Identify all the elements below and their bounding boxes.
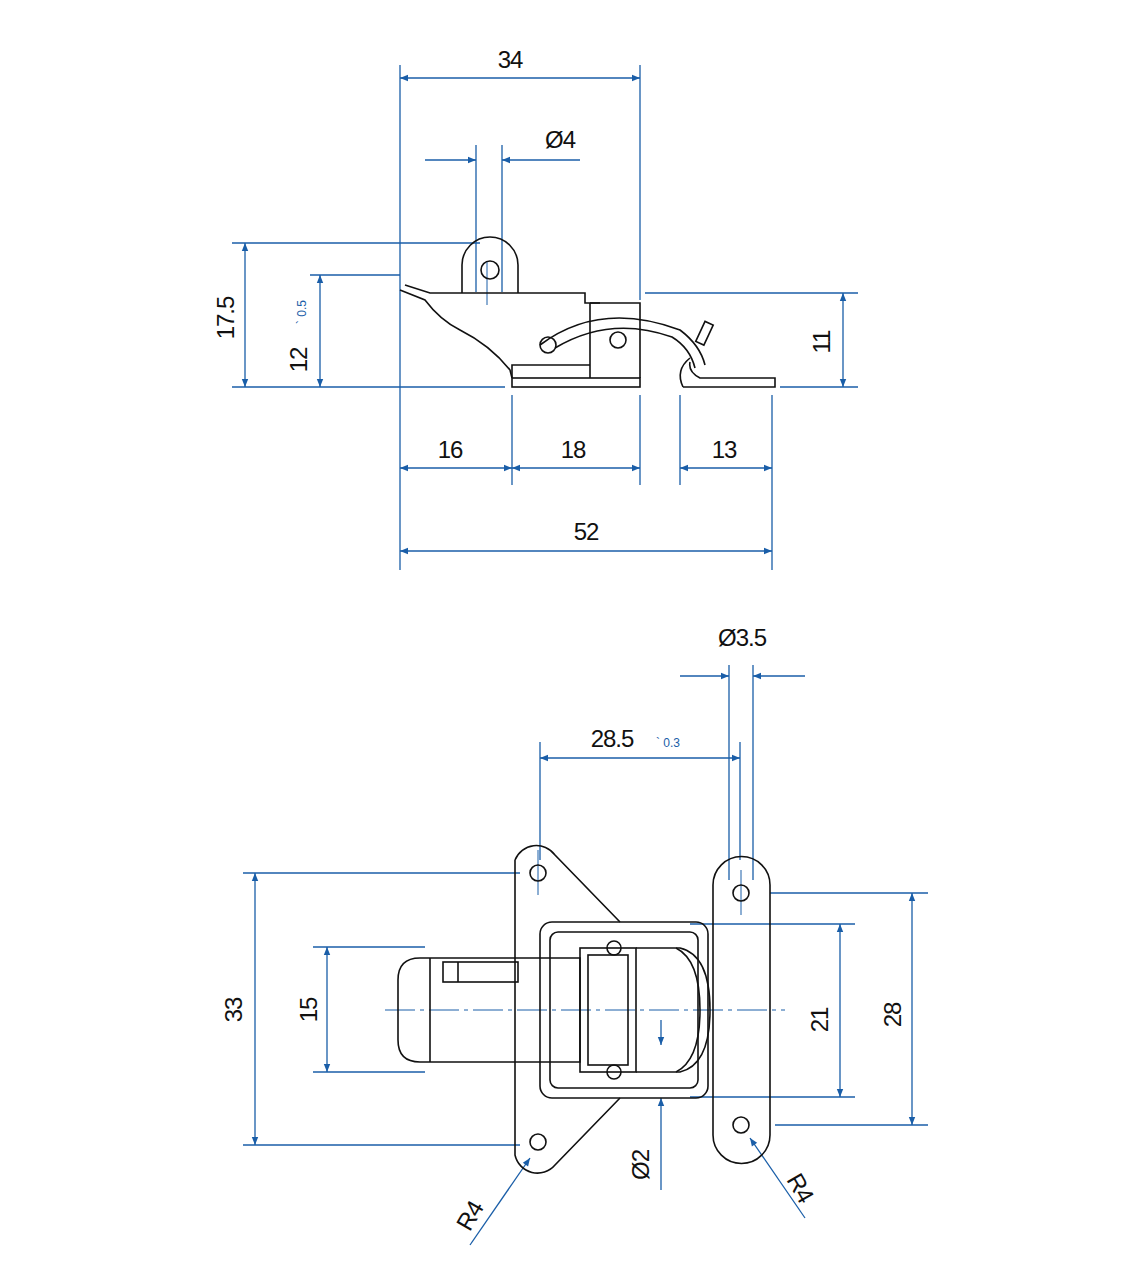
dimension-label: 11 (810, 331, 834, 354)
dimension-label: 33 (222, 998, 246, 1023)
dimension-label: 18 (561, 438, 586, 462)
dimension-label: Ø2 (629, 1150, 653, 1180)
dimension-label: 13 (712, 438, 737, 462)
dimension-label: ` 0.5 (296, 300, 308, 324)
dimension-label: 17.5 (214, 297, 238, 340)
dimension-label: 28 (881, 1003, 905, 1028)
dimension-label: Ø4 (545, 128, 575, 152)
dimension-label: Ø3.5 (718, 626, 766, 650)
dimension-label: R4 (782, 1170, 817, 1207)
dimension-label: 28.5 (591, 727, 634, 751)
dimension-label: ` 0.3 (656, 737, 680, 749)
dimension-label: 34 (498, 48, 523, 72)
dimension-label: 15 (297, 998, 321, 1023)
dimension-label: R4 (452, 1198, 487, 1235)
dimension-label: 52 (574, 520, 599, 544)
dimension-label: 16 (438, 438, 463, 462)
dimension-label: 12 (287, 348, 311, 373)
dimension-lines (232, 65, 928, 1245)
dimension-label: 21 (808, 1008, 832, 1033)
latch-outline (398, 237, 775, 1173)
